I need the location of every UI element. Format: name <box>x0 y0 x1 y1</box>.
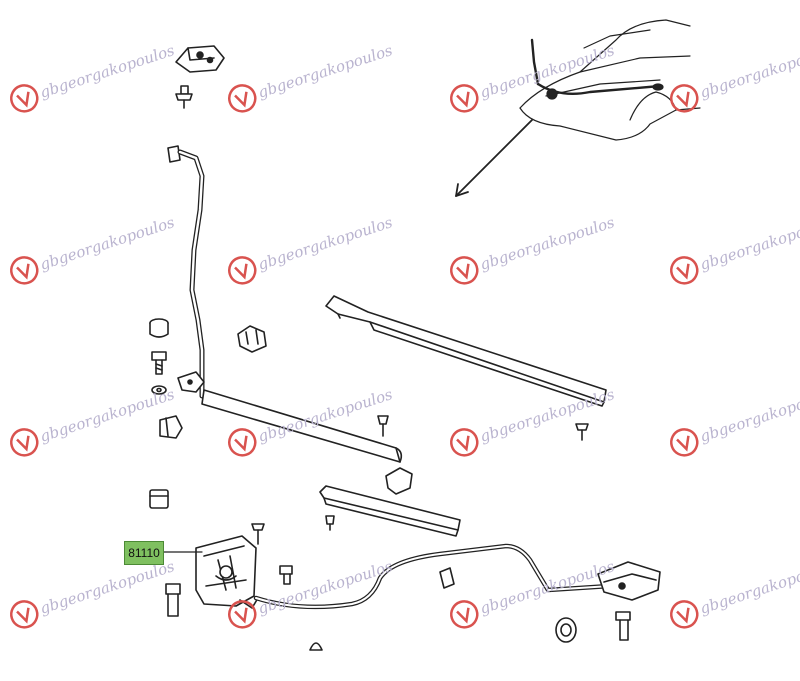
brand-logo-icon <box>670 428 699 457</box>
brand-logo-icon <box>228 84 257 113</box>
seal-strip-middle <box>319 485 461 537</box>
brand-logo-icon <box>10 84 39 113</box>
brand-logo-icon <box>670 84 699 113</box>
watermark: gbgeorgakopoulos <box>665 35 800 117</box>
watermark: gbgeorgakopoulos <box>445 379 618 461</box>
lock-bolt <box>165 583 181 617</box>
brand-logo-icon <box>450 84 479 113</box>
hinge-bracket <box>175 45 225 73</box>
brand-logo-icon <box>10 428 39 457</box>
car-outline <box>519 19 701 141</box>
pointer-arrow <box>455 119 533 197</box>
push-pin-4 <box>251 523 265 545</box>
cable-clip <box>439 567 455 589</box>
prop-rod <box>167 145 205 399</box>
brand-logo-icon <box>450 600 479 629</box>
watermark: gbgeorgakopoulos <box>5 35 178 117</box>
seal-strip-top <box>325 295 607 407</box>
clip-center <box>237 325 267 353</box>
watermark: gbgeorgakopoulos <box>445 35 618 117</box>
hood-lock <box>195 535 259 609</box>
watermark: gbgeorgakopoulos <box>5 207 178 289</box>
watermark: gbgeorgakopoulos <box>5 379 178 461</box>
watermark: gbgeorgakopoulos <box>223 35 396 117</box>
clip-middle <box>385 467 413 495</box>
watermark: gbgeorgakopoulos <box>445 551 618 633</box>
part-number-label[interactable]: 81110 <box>124 541 164 565</box>
screw-left <box>151 351 167 375</box>
grommet-left <box>149 318 169 338</box>
brand-logo-icon <box>228 600 257 629</box>
brand-logo-icon <box>450 256 479 285</box>
bumper-left <box>149 489 169 509</box>
washer-left <box>151 385 167 395</box>
clip-left <box>159 415 183 439</box>
watermark: gbgeorgakopoulos <box>223 551 396 633</box>
watermark: gbgeorgakopoulos <box>445 207 618 289</box>
brand-logo-icon <box>228 256 257 285</box>
push-pin-1 <box>377 415 389 437</box>
bolt-top <box>175 85 193 109</box>
brand-logo-icon <box>10 256 39 285</box>
watermark: gbgeorgakopoulos <box>665 551 800 633</box>
brand-logo-icon <box>228 428 257 457</box>
watermark: gbgeorgakopoulos <box>5 551 178 633</box>
rod-holder <box>177 371 205 393</box>
watermark: gbgeorgakopoulos <box>223 207 396 289</box>
watermark: gbgeorgakopoulos <box>665 379 800 461</box>
brand-logo-icon <box>10 600 39 629</box>
watermark: gbgeorgakopoulos <box>665 207 800 289</box>
release-cable <box>253 543 613 610</box>
brand-logo-icon <box>450 428 479 457</box>
brand-logo-icon <box>670 600 699 629</box>
bolt-small <box>279 565 293 585</box>
brand-logo-icon <box>670 256 699 285</box>
watermark: gbgeorgakopoulos <box>223 379 396 461</box>
push-pin-2 <box>575 423 589 441</box>
push-pin-3 <box>325 515 335 531</box>
support-rod <box>201 389 403 463</box>
grommet-bottom <box>555 617 577 643</box>
release-handle <box>597 561 661 641</box>
small-cap <box>309 642 323 651</box>
